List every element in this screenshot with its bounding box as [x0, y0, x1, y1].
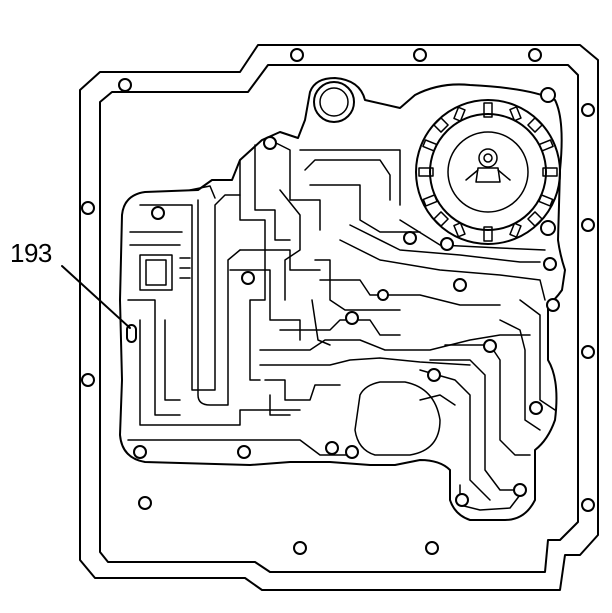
callout-label-193: 193	[10, 238, 52, 268]
gear-assembly	[415, 87, 561, 245]
bolt-hole	[413, 48, 427, 62]
gasket-outer-outline	[79, 44, 599, 591]
bolt-hole	[581, 103, 595, 117]
bolt-hole	[581, 218, 595, 232]
bolt-hole	[425, 541, 439, 555]
fluid-passages	[127, 139, 556, 511]
hole-193	[126, 324, 137, 343]
bolt-hole	[81, 201, 95, 215]
bolt-hole	[528, 48, 542, 62]
valve-body-outline	[119, 77, 566, 521]
bolt-hole	[293, 541, 307, 555]
perimeter-bolt-holes	[81, 48, 595, 555]
top-port	[313, 81, 355, 123]
top-port-inner	[319, 87, 349, 117]
bolt-hole	[581, 498, 595, 512]
bolt-hole	[118, 78, 132, 92]
bolt-hole	[581, 345, 595, 359]
gasket-inner-outline	[99, 64, 579, 573]
bolt-hole	[290, 48, 304, 62]
bolt-hole	[138, 496, 152, 510]
callout-leader-line	[61, 265, 131, 329]
bolt-hole	[81, 373, 95, 387]
inner-holes	[133, 136, 560, 507]
